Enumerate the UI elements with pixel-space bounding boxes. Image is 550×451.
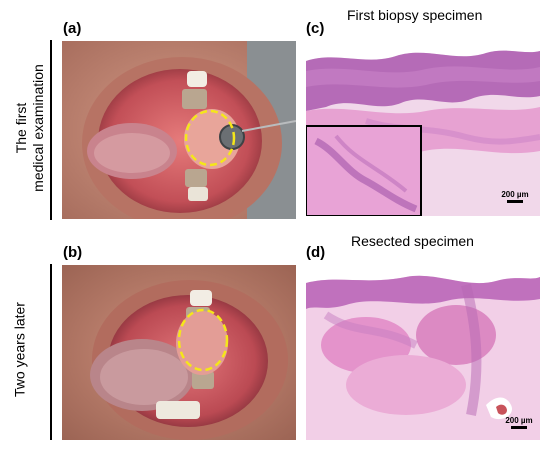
clinical-photo-later <box>62 265 296 440</box>
row-label-bottom: Two years later <box>12 270 29 430</box>
scale-bar-d: 200 µm <box>504 416 534 429</box>
row-label-top: The first medical examination <box>13 38 47 218</box>
panel-c-title: First biopsy specimen <box>347 7 483 23</box>
scale-bar-c-label: 200 µm <box>501 190 529 199</box>
histology-first-biopsy <box>306 41 540 216</box>
panel-label-b: (b) <box>63 244 83 261</box>
panel-label-a: (a) <box>63 20 82 37</box>
panel-label-c: (c) <box>306 20 325 37</box>
scale-bar-c: 200 µm <box>500 190 530 203</box>
scale-bar-d-line <box>511 426 527 429</box>
row-top-bracket <box>50 40 52 220</box>
panel-d-title: Resected specimen <box>351 233 474 249</box>
clinical-photo-first <box>62 41 296 219</box>
panel-label-d: (d) <box>306 244 326 261</box>
scale-bar-c-line <box>507 200 523 203</box>
scale-bar-d-label: 200 µm <box>505 416 533 425</box>
row-label-top-line2: medical examination <box>30 64 46 192</box>
row-bottom-bracket <box>50 264 52 440</box>
histology-resected <box>306 265 540 440</box>
row-label-bottom-text: Two years later <box>11 302 28 397</box>
row-label-top-line1: The first <box>13 102 29 154</box>
